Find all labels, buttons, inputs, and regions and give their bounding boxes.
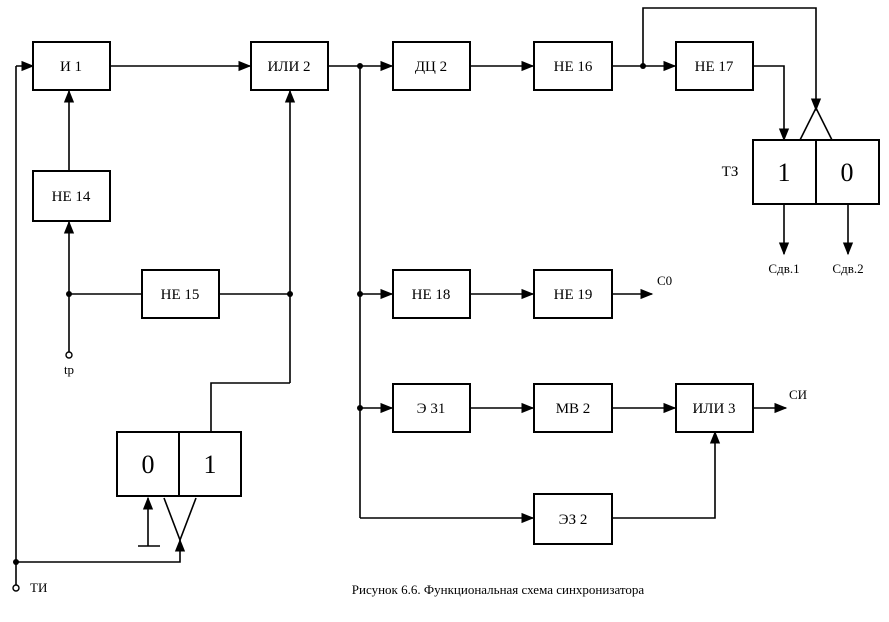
- block-ne16: НЕ 16: [533, 41, 613, 91]
- trigger-left: 0 1: [116, 431, 242, 497]
- block-e32-label: ЭЗ 2: [559, 512, 588, 528]
- wire-ne16-branch: [642, 7, 822, 112]
- wire-ti-to-trigger: [16, 538, 186, 563]
- signal-tr: tр: [64, 362, 74, 377]
- signal-sdv2: Сдв.2: [832, 261, 863, 276]
- block-ne19-label: НЕ 19: [554, 287, 593, 303]
- wire-trigger-cross: [163, 497, 197, 543]
- junction-bus-e31: [357, 405, 363, 411]
- junction-ne15: [66, 291, 72, 297]
- terminal-tr: [65, 351, 73, 359]
- trigger-tz: 1 0 ТЗ: [722, 139, 880, 205]
- signal-sdv1: Сдв.1: [768, 261, 799, 276]
- block-ne18: НЕ 18: [392, 269, 471, 319]
- block-mv2-label: МВ 2: [556, 401, 591, 417]
- junction-ti: [13, 559, 19, 565]
- block-ne17-label: НЕ 17: [695, 59, 734, 75]
- block-ne14: НЕ 14: [32, 170, 111, 222]
- trigger-tz-label: ТЗ: [722, 164, 739, 180]
- block-i1-label: И 1: [60, 59, 82, 75]
- block-dc2-label: ДЦ 2: [415, 59, 447, 75]
- block-ili2: ИЛИ 2: [250, 41, 329, 91]
- block-ne15-label: НЕ 15: [161, 287, 200, 303]
- trigger-tz-zero: 0: [841, 158, 854, 187]
- block-ili3-label: ИЛИ 3: [692, 401, 735, 417]
- trigger-left-one: 1: [204, 450, 217, 479]
- trigger-left-zero: 0: [142, 450, 155, 479]
- block-ne19: НЕ 19: [533, 269, 613, 319]
- block-ne17: НЕ 17: [675, 41, 754, 91]
- wire-e32-to-ili3: [612, 430, 721, 519]
- block-e32: ЭЗ 2: [533, 493, 613, 545]
- signal-ci: СИ: [789, 387, 807, 402]
- block-ne16-label: НЕ 16: [554, 59, 593, 75]
- signal-c0: С0: [657, 273, 672, 288]
- trigger-tz-one: 1: [778, 158, 791, 187]
- signal-ti: ТИ: [30, 580, 47, 595]
- block-ne14-label: НЕ 14: [52, 189, 91, 205]
- junction-bus-top: [357, 63, 363, 69]
- terminal-ti: [12, 584, 20, 592]
- block-e31: Э 31: [392, 383, 471, 433]
- block-i1: И 1: [32, 41, 111, 91]
- wire-ne17-to-tz: [753, 65, 790, 142]
- figure-caption: Рисунок 6.6. Функциональная схема синхро…: [352, 582, 645, 597]
- block-dc2: ДЦ 2: [392, 41, 471, 91]
- block-mv2: МВ 2: [533, 383, 613, 433]
- block-ne15: НЕ 15: [141, 269, 220, 319]
- block-e31-label: Э 31: [417, 401, 446, 417]
- block-ili2-label: ИЛИ 2: [267, 59, 310, 75]
- junction-ili2-in: [287, 291, 293, 297]
- block-ili3: ИЛИ 3: [675, 383, 754, 433]
- junction-ne16: [640, 63, 646, 69]
- wires: [12, 7, 854, 592]
- wire-tz-cross: [799, 106, 833, 141]
- wire-trigger-out: [210, 382, 290, 432]
- block-ne18-label: НЕ 18: [412, 287, 451, 303]
- junction-bus-ne18: [357, 291, 363, 297]
